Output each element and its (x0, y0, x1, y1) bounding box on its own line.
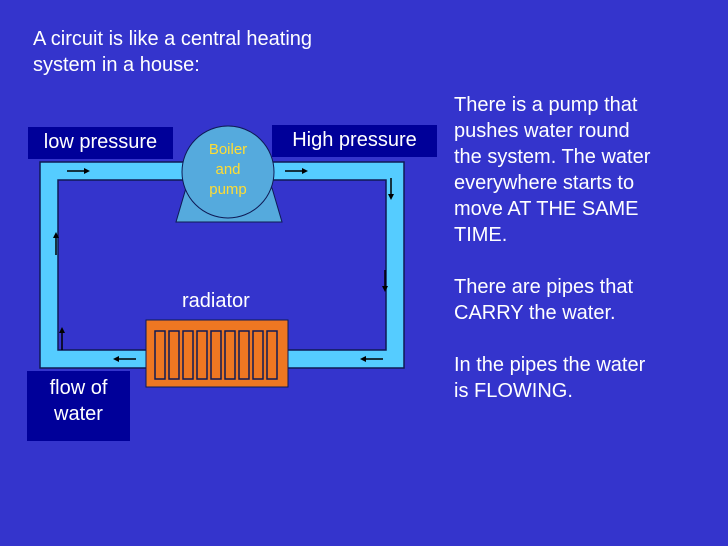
flow-label-line-2: water (54, 403, 103, 425)
arrow-down-right-lower (382, 270, 388, 292)
arrow-up-left-lower (59, 327, 65, 350)
arrow-left-bottom-left (113, 356, 136, 362)
arrow-right-top-right (285, 168, 308, 174)
boiler-text-line-2: and (215, 161, 240, 178)
high-pressure-label: High pressure (272, 125, 437, 157)
boiler-text-line-3: pump (209, 181, 247, 198)
arrow-right-top-left (67, 168, 90, 174)
exp-p3-line-2: is FLOWING. (454, 380, 573, 402)
flow-label-line-1: flow of (49, 377, 108, 399)
explanation-paragraph-2: There are pipes that CARRY the water. (454, 274, 704, 326)
arrow-down-right-upper (388, 178, 394, 200)
explanation-paragraph-1: There is a pump that pushes water round … (454, 92, 704, 248)
explanation-text: There is a pump that pushes water round … (454, 92, 704, 430)
flow-of-water-label: flow of water (27, 371, 130, 441)
exp-p1-line-2: pushes water round (454, 120, 630, 142)
exp-p3-line-1: In the pipes the water (454, 354, 646, 376)
exp-p2-line-2: CARRY the water. (454, 302, 616, 324)
pipe-loop (39, 161, 405, 369)
low-pressure-label: low pressure (28, 127, 173, 159)
exp-p1-line-3: the system. The water (454, 146, 651, 168)
exp-p2-line-1: There are pipes that (454, 276, 633, 298)
explanation-paragraph-3: In the pipes the water is FLOWING. (454, 352, 704, 404)
arrow-left-bottom-right (360, 356, 383, 362)
arrow-up-left-upper (53, 232, 59, 255)
exp-p1-line-1: There is a pump that (454, 94, 638, 116)
intro-line-2: system in a house: (33, 54, 200, 76)
radiator (145, 319, 289, 388)
radiator-label: radiator (182, 290, 250, 312)
boiler-pump: Boiler and pump (175, 125, 283, 223)
flow-arrows (53, 168, 394, 362)
exp-p1-line-6: TIME. (454, 224, 508, 246)
boiler-text-line-1: Boiler (209, 141, 247, 158)
exp-p1-line-4: everywhere starts to (454, 172, 635, 194)
intro-text: A circuit is like a central heating syst… (33, 26, 413, 78)
exp-p1-line-5: move AT THE SAME (454, 198, 639, 220)
intro-line-1: A circuit is like a central heating (33, 28, 313, 50)
